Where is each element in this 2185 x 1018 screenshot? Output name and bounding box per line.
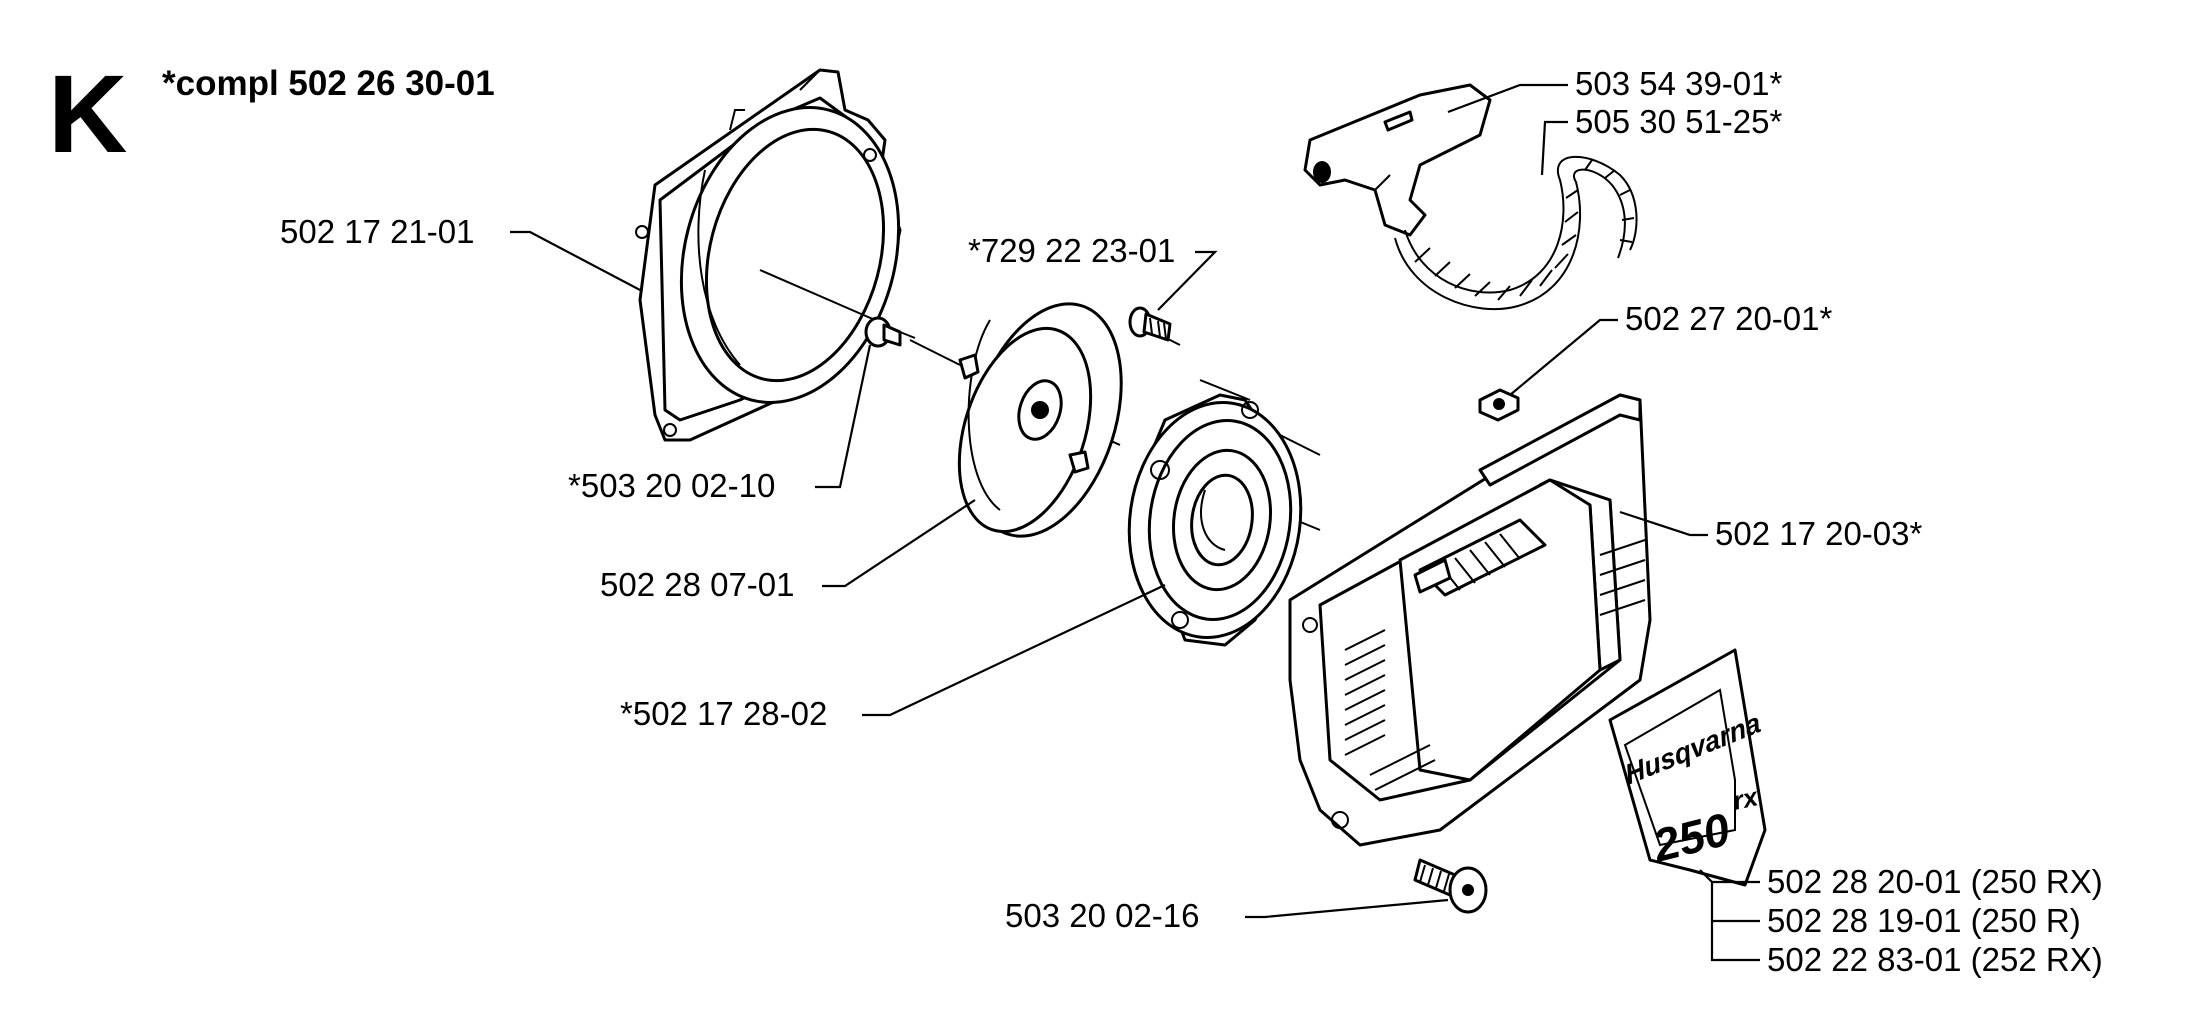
svg-text:502 28 20-01 (250 RX): 502 28 20-01 (250 RX): [1767, 863, 2103, 900]
part-label-p9: *502 17 28-02: [620, 584, 1166, 732]
assembly-title: *compl 502 26 30-01: [162, 64, 495, 103]
section-letter: K: [48, 53, 127, 176]
part-label-p5: 502 27 20-01*: [1509, 300, 1833, 396]
starter-rope: [1394, 155, 1638, 311]
svg-text:*502 17 28-02: *502 17 28-02: [620, 695, 827, 732]
nut: [1478, 388, 1520, 422]
cover-vent-left: [1344, 629, 1436, 791]
svg-text:502 28 19-01 (250 R): 502 28 19-01 (250 R): [1767, 902, 2081, 939]
starter-cover: [1288, 393, 1652, 847]
svg-text:502 28 07-01: 502 28 07-01: [600, 566, 795, 603]
fan-housing-shroud: [635, 68, 902, 442]
part-label-p12: 502 28 19-01 (250 R): [1712, 902, 2081, 939]
recoil-spring-housing: [1127, 393, 1303, 647]
part-label-p1: 503 54 39-01*: [1447, 65, 1783, 114]
svg-text:*729 22 23-01: *729 22 23-01: [968, 232, 1175, 269]
part-label-p3: 502 17 21-01: [280, 213, 641, 291]
screw-small: [864, 316, 916, 348]
starter-handle: [1303, 83, 1492, 237]
decal: Husqvarna 250 rx: [1608, 648, 1767, 887]
part-label-p8: 502 17 20-03*: [1619, 510, 1923, 552]
screw-729: [1128, 306, 1172, 342]
svg-text:502 27 20-01*: 502 27 20-01*: [1625, 300, 1833, 337]
part-label-p7: 502 28 07-01: [600, 499, 976, 603]
svg-text:505 30 51-25*: 505 30 51-25*: [1575, 103, 1783, 140]
cover-vent-top: [1413, 518, 1547, 597]
part-label-p6: *503 20 02-10: [568, 344, 872, 504]
part-label-p11: 502 28 20-01 (250 RX): [1699, 863, 2103, 900]
rope-pulley: [957, 302, 1123, 538]
svg-text:503 20 02-16: 503 20 02-16: [1005, 897, 1200, 934]
svg-text:502 17 21-01: 502 17 21-01: [280, 213, 475, 250]
part-label-p13: 502 22 83-01 (252 RX): [1710, 882, 2103, 978]
part-label-p2: 505 30 51-25*: [1540, 103, 1783, 176]
screw-large: [1413, 858, 1488, 914]
svg-text:502 22 83-01 (252 RX): 502 22 83-01 (252 RX): [1767, 941, 2103, 978]
svg-text:502 17 20-03*: 502 17 20-03*: [1715, 515, 1923, 552]
part-label-p4: *729 22 23-01: [968, 232, 1218, 311]
svg-text:503 54 39-01*: 503 54 39-01*: [1575, 65, 1783, 102]
part-label-p10: 503 20 02-16: [1005, 897, 1449, 934]
svg-text:*503 20 02-10: *503 20 02-10: [568, 467, 775, 504]
